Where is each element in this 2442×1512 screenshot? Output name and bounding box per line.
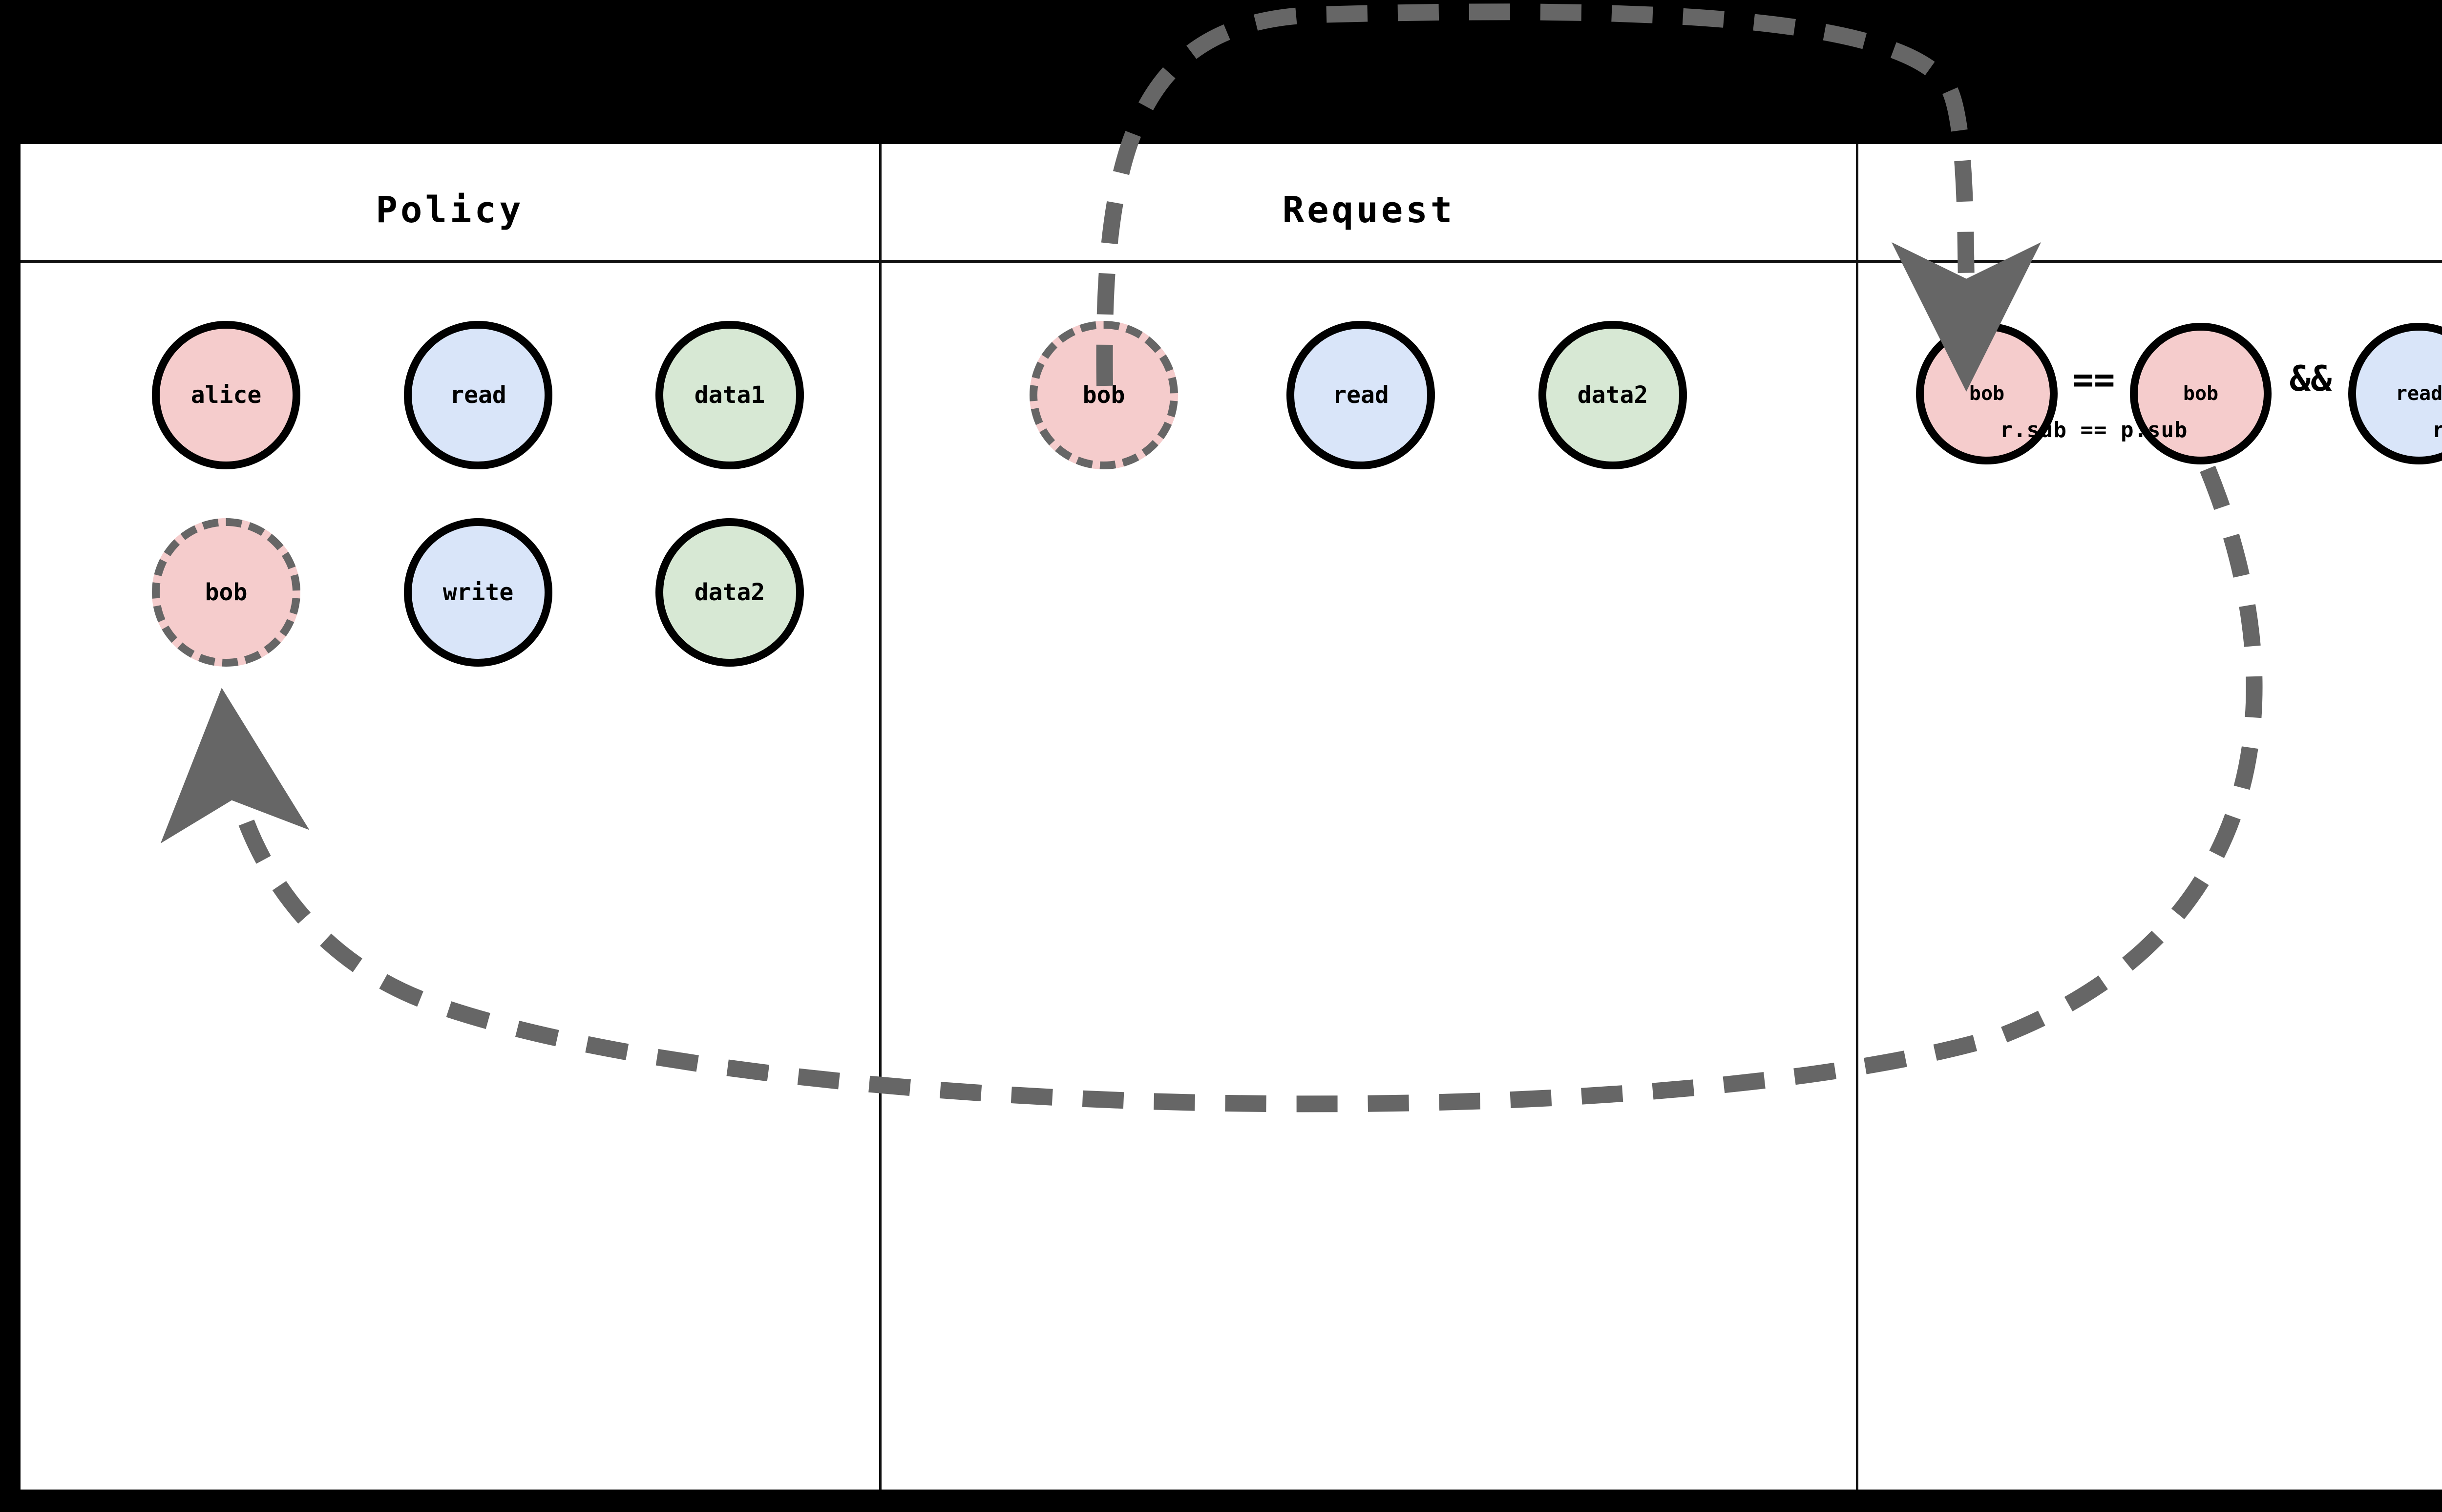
matching-node-sub-policy[interactable]: bob (2130, 323, 2272, 464)
node-label: bob (205, 579, 248, 606)
node-label: data1 (694, 381, 765, 409)
node-label: bob (2183, 382, 2219, 405)
node-label: alice (190, 381, 262, 409)
column-header-policy: Policy (376, 189, 524, 231)
node-label: bob (1969, 382, 2005, 405)
matching-condition-sub: r.sub == p.sub (2000, 418, 2188, 442)
divider-policy-request (879, 144, 882, 1490)
divider-request-matching (1856, 144, 1858, 1490)
node-label: read (1332, 381, 1389, 409)
diagram-sheet: Policy Request Matching alice read data1… (21, 144, 2442, 1490)
column-header-request: Request (1282, 189, 1455, 231)
node-label: bob (1082, 381, 1125, 409)
policy-node-data1[interactable]: data1 (655, 321, 804, 469)
node-label: data2 (1577, 381, 1648, 409)
policy-node-alice[interactable]: alice (152, 321, 300, 469)
request-node-bob[interactable]: bob (1030, 321, 1178, 469)
matching-condition-act: r.act == p.act (2432, 418, 2442, 442)
node-label: data2 (694, 579, 765, 606)
request-node-read[interactable]: read (1286, 321, 1435, 469)
matching-node-sub-request[interactable]: bob (1916, 323, 2058, 464)
policy-node-read[interactable]: read (404, 321, 552, 469)
header-separator (21, 260, 2442, 263)
column-header-matching: Matching (1858, 173, 2442, 247)
policy-node-bob[interactable]: bob (152, 518, 300, 667)
request-node-data2[interactable]: data2 (1538, 321, 1687, 469)
matching-joiner-1: && (2289, 358, 2332, 399)
policy-node-data2[interactable]: data2 (655, 518, 804, 667)
node-label: read (2395, 382, 2442, 405)
policy-node-write[interactable]: write (404, 518, 552, 667)
matching-node-act-request[interactable]: read (2348, 323, 2442, 464)
matching-operator-sub: == (2072, 359, 2115, 400)
node-label: write (442, 579, 514, 606)
node-label: read (450, 381, 506, 409)
